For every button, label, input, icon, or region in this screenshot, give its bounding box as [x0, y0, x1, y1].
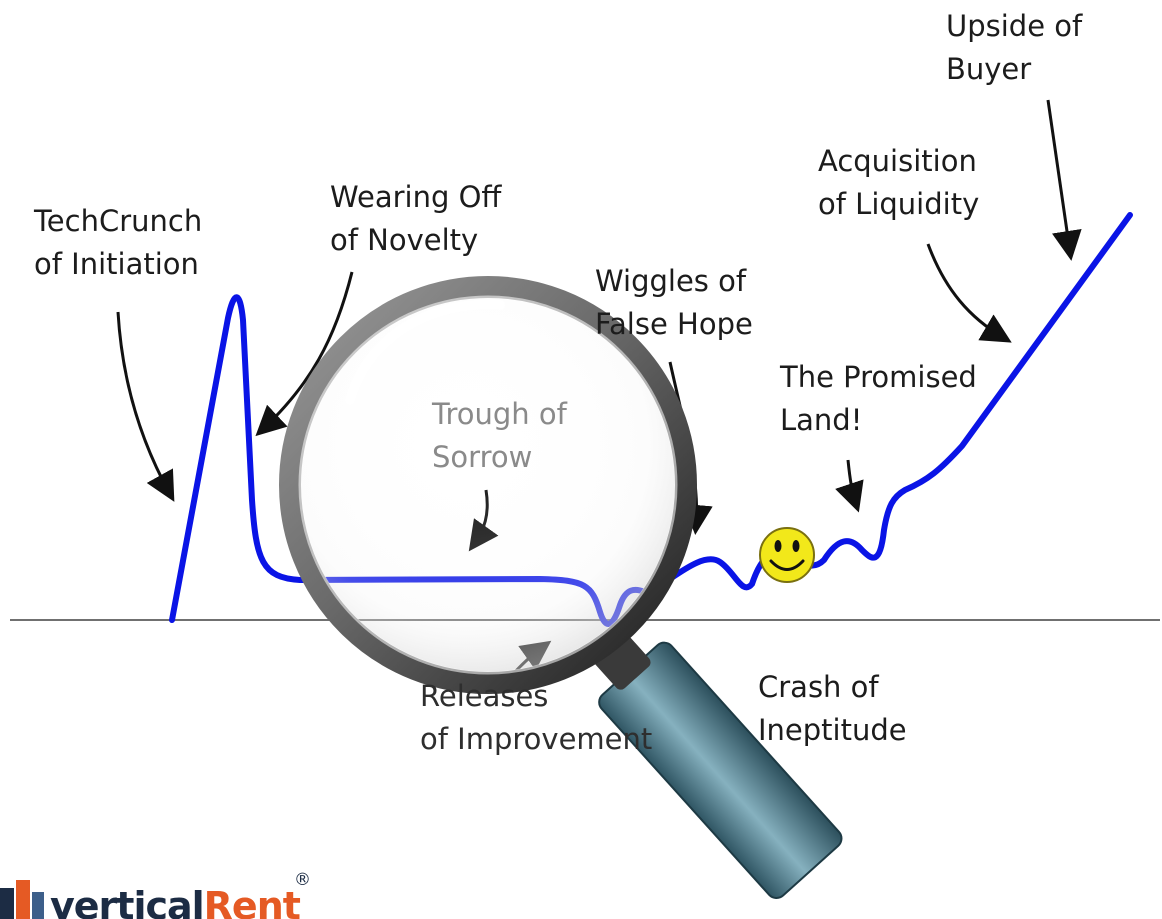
arrow-promised	[835, 459, 864, 513]
label-the-promised-land: The Promised Land!	[780, 356, 977, 442]
label-crash-of-ineptitude: Crash of Ineptitude	[758, 666, 907, 752]
curve-line	[169, 212, 1133, 627]
label-line: Buyer	[946, 52, 1032, 86]
label-line: Wiggles of	[595, 264, 747, 298]
label-acquisition-of-liquidity: Acquisition of Liquidity	[818, 140, 979, 226]
label-line: Acquisition	[818, 144, 977, 178]
arrow-techcrunch	[116, 311, 175, 502]
label-line: Upside of	[946, 9, 1083, 43]
arrow-novelty	[255, 271, 354, 437]
logo-icon	[0, 880, 44, 919]
label-line: of Improvement	[420, 722, 653, 756]
registered-mark: ®	[294, 870, 311, 890]
label-line: Releases	[420, 679, 549, 713]
label-line: False Hope	[595, 307, 753, 341]
verticalrent-logo: verticalRent ®	[0, 870, 330, 919]
label-line: of Novelty	[330, 223, 479, 257]
logo-wordmark: verticalRent	[50, 884, 301, 919]
label-wiggles-of-false-hope: Wiggles of False Hope	[595, 260, 753, 346]
label-trough-of-sorrow: Trough of Sorrow	[432, 393, 567, 479]
label-line: of Initiation	[34, 247, 199, 281]
label-line: Crash of	[758, 670, 879, 704]
label-upside-of-buyer: Upside of Buyer	[946, 5, 1082, 91]
label-line: Wearing Off	[330, 180, 502, 214]
label-line: Sorrow	[432, 440, 533, 474]
label-line: The Promised	[780, 360, 977, 394]
magnifying-glass-icon	[279, 276, 843, 899]
label-line: TechCrunch	[34, 204, 203, 238]
label-wearing-off-of-novelty: Wearing Off of Novelty	[330, 176, 501, 262]
label-line: Trough of	[432, 397, 567, 431]
label-techcrunch-of-initiation: TechCrunch of Initiation	[34, 200, 202, 286]
arrow-acquisition	[926, 243, 1012, 343]
label-releases-of-improvement: Releases of Improvement	[420, 675, 652, 761]
label-line: of Liquidity	[818, 187, 980, 221]
label-line: Ineptitude	[758, 713, 907, 747]
logo-word-part1: vertical	[50, 884, 205, 919]
smiley-icon	[759, 527, 815, 583]
label-line: Land!	[780, 403, 863, 437]
logo-word-part2: Rent	[203, 884, 301, 919]
arrow-upside	[1046, 99, 1082, 261]
